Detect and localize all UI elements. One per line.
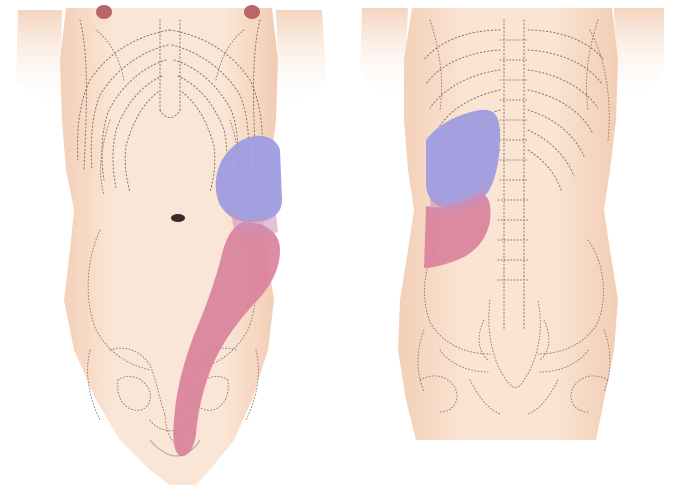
front-right-arm <box>276 10 326 110</box>
back-left-arm <box>360 8 408 100</box>
anterior-torso-view <box>16 5 326 485</box>
posterior-torso-view <box>360 8 664 440</box>
front-left-arm <box>16 10 62 110</box>
front-left-nipple <box>96 5 112 19</box>
back-right-arm <box>614 8 664 100</box>
front-navel <box>171 214 185 222</box>
front-right-nipple <box>244 5 260 19</box>
